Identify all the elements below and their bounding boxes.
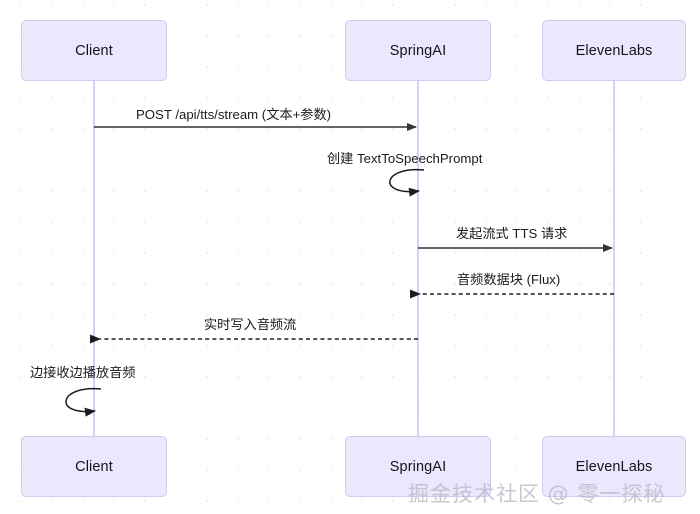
message-arrow-create-prompt	[389, 168, 425, 197]
message-label-write-audio-stream: 实时写入音频流	[204, 317, 297, 332]
actor-label-springai-top: SpringAI	[389, 42, 447, 59]
actor-label-elevenlabs-bottom: ElevenLabs	[575, 458, 653, 475]
actor-box-springai-top[interactable]: SpringAI	[345, 20, 491, 81]
actor-label-client-top: Client	[75, 42, 113, 59]
actor-box-springai-bottom[interactable]: SpringAI	[345, 436, 491, 497]
message-label-audio-chunk-flux: 音频数据块 (Flux)	[457, 272, 561, 287]
message-arrow-play-while-receiving	[65, 387, 102, 417]
actor-label-springai-bottom: SpringAI	[389, 458, 447, 475]
actor-box-client-bottom[interactable]: Client	[21, 436, 167, 497]
message-label-post-tts-stream: POST /api/tts/stream (文本+参数)	[136, 107, 332, 122]
actor-label-client-bottom: Client	[75, 458, 113, 475]
actor-box-elevenlabs-top[interactable]: ElevenLabs	[542, 20, 686, 81]
message-label-play-while-receiving: 边接收边播放音频	[30, 365, 136, 380]
actor-box-elevenlabs-bottom[interactable]: ElevenLabs	[542, 436, 686, 497]
message-label-create-prompt: 创建 TextToSpeechPrompt	[327, 151, 483, 166]
actor-box-client-top[interactable]: Client	[21, 20, 167, 81]
message-label-start-stream-tts: 发起流式 TTS 请求	[456, 226, 568, 241]
watermark-text: 掘金技术社区 @ 零一探秘	[408, 482, 666, 506]
actor-label-elevenlabs-top: ElevenLabs	[575, 42, 653, 59]
